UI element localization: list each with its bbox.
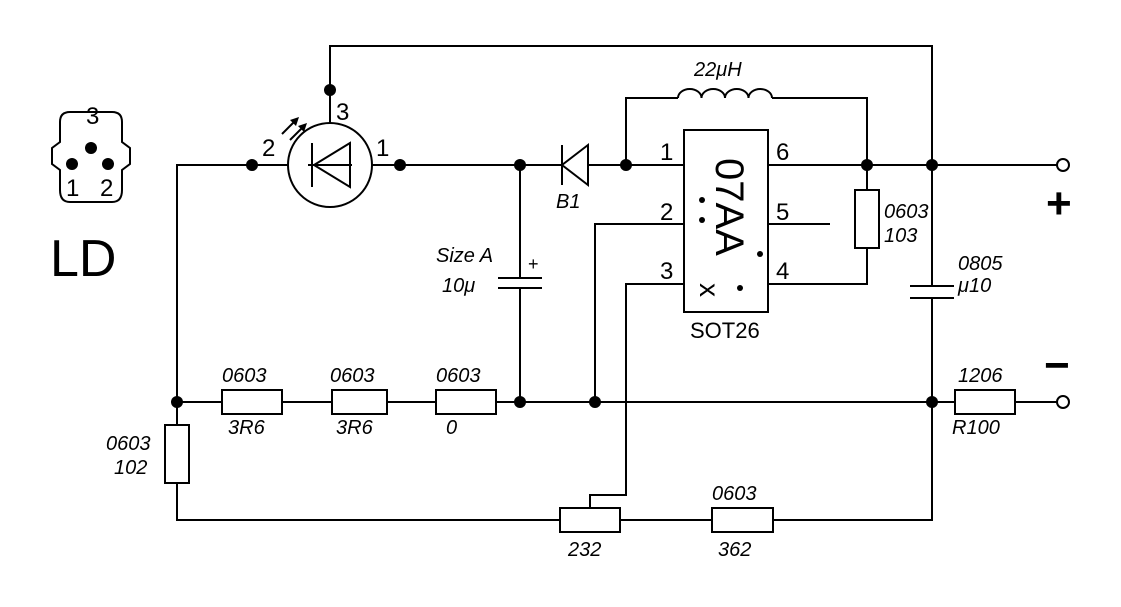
resistor-3r6-b-package: 0603 xyxy=(330,365,375,387)
capacitor-size-a: + Size A 10μ xyxy=(436,245,542,297)
ic-orientation-dot xyxy=(699,197,705,203)
laser-diode-pin-1-label: 1 xyxy=(376,135,389,162)
potentiometer-value: 232 xyxy=(567,539,601,561)
resistor-3r6-a-value: 3R6 xyxy=(228,417,266,439)
capacitor-0805: 0805 μ10 xyxy=(910,253,1003,299)
resistor-r100-package: 1206 xyxy=(958,365,1003,387)
ic-pin-5-label: 5 xyxy=(776,199,789,226)
connector-pin-2-label: 2 xyxy=(100,175,113,202)
ic-pin-6-label: 6 xyxy=(776,139,789,166)
connector-pin-1 xyxy=(66,158,78,170)
capacitor-value: 10μ xyxy=(442,275,475,297)
wires xyxy=(176,45,1057,521)
resistor-3r6-a-package: 0603 xyxy=(222,365,267,387)
resistor-102: 0603 102 xyxy=(106,424,190,484)
capacitor-0805-package: 0805 xyxy=(958,253,1003,275)
ic-pin-4-label: 4 xyxy=(776,258,789,285)
resistor-0-package: 0603 xyxy=(436,365,481,387)
connector-pin-2 xyxy=(102,158,114,170)
capacitor-package: Size A xyxy=(436,245,493,267)
laser-diode-pin-3-label: 3 xyxy=(336,99,349,126)
terminal-plus-label: + xyxy=(1046,179,1072,228)
capacitor-0805-value: μ10 xyxy=(957,275,991,297)
resistor-103-package: 0603 xyxy=(884,201,929,223)
laser-diode: 2 3 1 xyxy=(252,90,400,208)
diode-b1-label: B1 xyxy=(556,191,580,213)
resistor-362-package: 0603 xyxy=(712,483,757,505)
output-terminals: + − xyxy=(1044,158,1072,409)
terminal-minus xyxy=(1056,395,1070,409)
junction-dots xyxy=(171,84,938,408)
resistor-362-value: 362 xyxy=(718,539,751,561)
resistor-0-value: 0 xyxy=(446,417,457,439)
resistor-0: 0603 0 xyxy=(435,365,497,439)
potentiometer-232: 232 xyxy=(559,507,621,561)
connector-pin-3 xyxy=(85,142,97,154)
connector-outline xyxy=(51,111,131,203)
ic-marking: 07AA xyxy=(707,158,751,256)
resistor-103: 0603 103 xyxy=(854,189,929,249)
resistor-102-value: 102 xyxy=(114,457,147,479)
terminal-plus xyxy=(1056,158,1070,172)
connector-pin-3-label: 3 xyxy=(86,103,99,130)
ic-marking-sub: x xyxy=(694,283,725,297)
inductor-value: 22μH xyxy=(693,59,742,81)
ic-package-label: SOT26 xyxy=(690,318,760,343)
ic-pin-2-label: 2 xyxy=(660,199,673,226)
ic-pin-3-label: 3 xyxy=(660,258,673,285)
resistor-362: 0603 362 xyxy=(711,483,774,561)
resistor-r100-value: R100 xyxy=(952,417,1000,439)
connector-pin-1-label: 1 xyxy=(66,175,79,202)
ld-connector: 3 1 2 LD xyxy=(50,103,131,288)
resistor-3r6-b-value: 3R6 xyxy=(336,417,374,439)
laser-diode-pin-2-label: 2 xyxy=(262,135,275,162)
terminal-minus-label: − xyxy=(1044,341,1070,390)
resistor-3r6-b: 0603 3R6 xyxy=(330,365,388,439)
diode-b1: B1 xyxy=(546,142,589,213)
capacitor-polarity: + xyxy=(528,254,539,274)
resistor-3r6-a: 0603 3R6 xyxy=(221,365,283,439)
inductor-22uh: 22μH xyxy=(677,59,773,99)
resistor-r100: 1206 R100 xyxy=(952,365,1016,439)
resistor-103-value: 103 xyxy=(884,225,917,247)
resistor-102-package: 0603 xyxy=(106,433,151,455)
connector-title: LD xyxy=(50,230,116,288)
ic-sot26: 1 2 3 4 5 6 07AA x SOT26 xyxy=(660,129,789,343)
ic-pin-1-label: 1 xyxy=(660,139,673,166)
